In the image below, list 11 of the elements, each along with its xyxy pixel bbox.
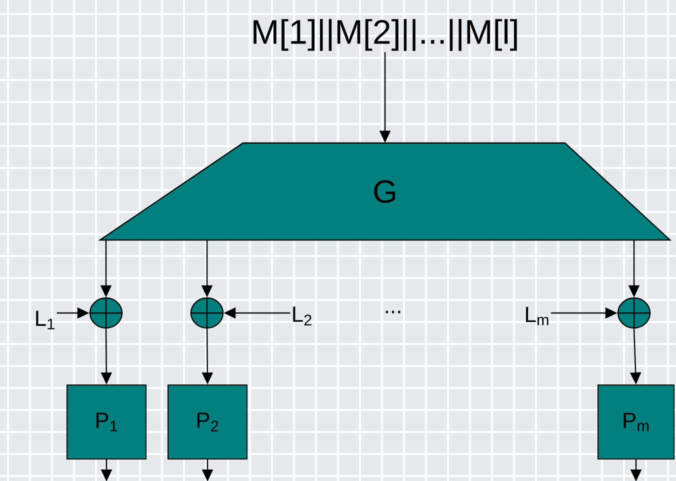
xor-symbol bbox=[88, 296, 124, 330]
xor-symbol bbox=[616, 296, 652, 330]
process-box: P$_{1}$ bbox=[66, 384, 146, 460]
text-label: L$_{m}$ bbox=[526, 306, 548, 326]
ellipsis-label: ... bbox=[386, 310, 400, 314]
text-label: M[1]||M[2]||...||M[l] bbox=[254, 19, 517, 51]
xor-symbol bbox=[190, 296, 224, 330]
process-box: P$_{m}$ bbox=[598, 384, 675, 460]
process-box: P$_{2}$ bbox=[168, 384, 248, 460]
text-label: L$_{1}$ bbox=[36, 310, 54, 330]
text-label: L$_{2}$ bbox=[293, 306, 312, 326]
